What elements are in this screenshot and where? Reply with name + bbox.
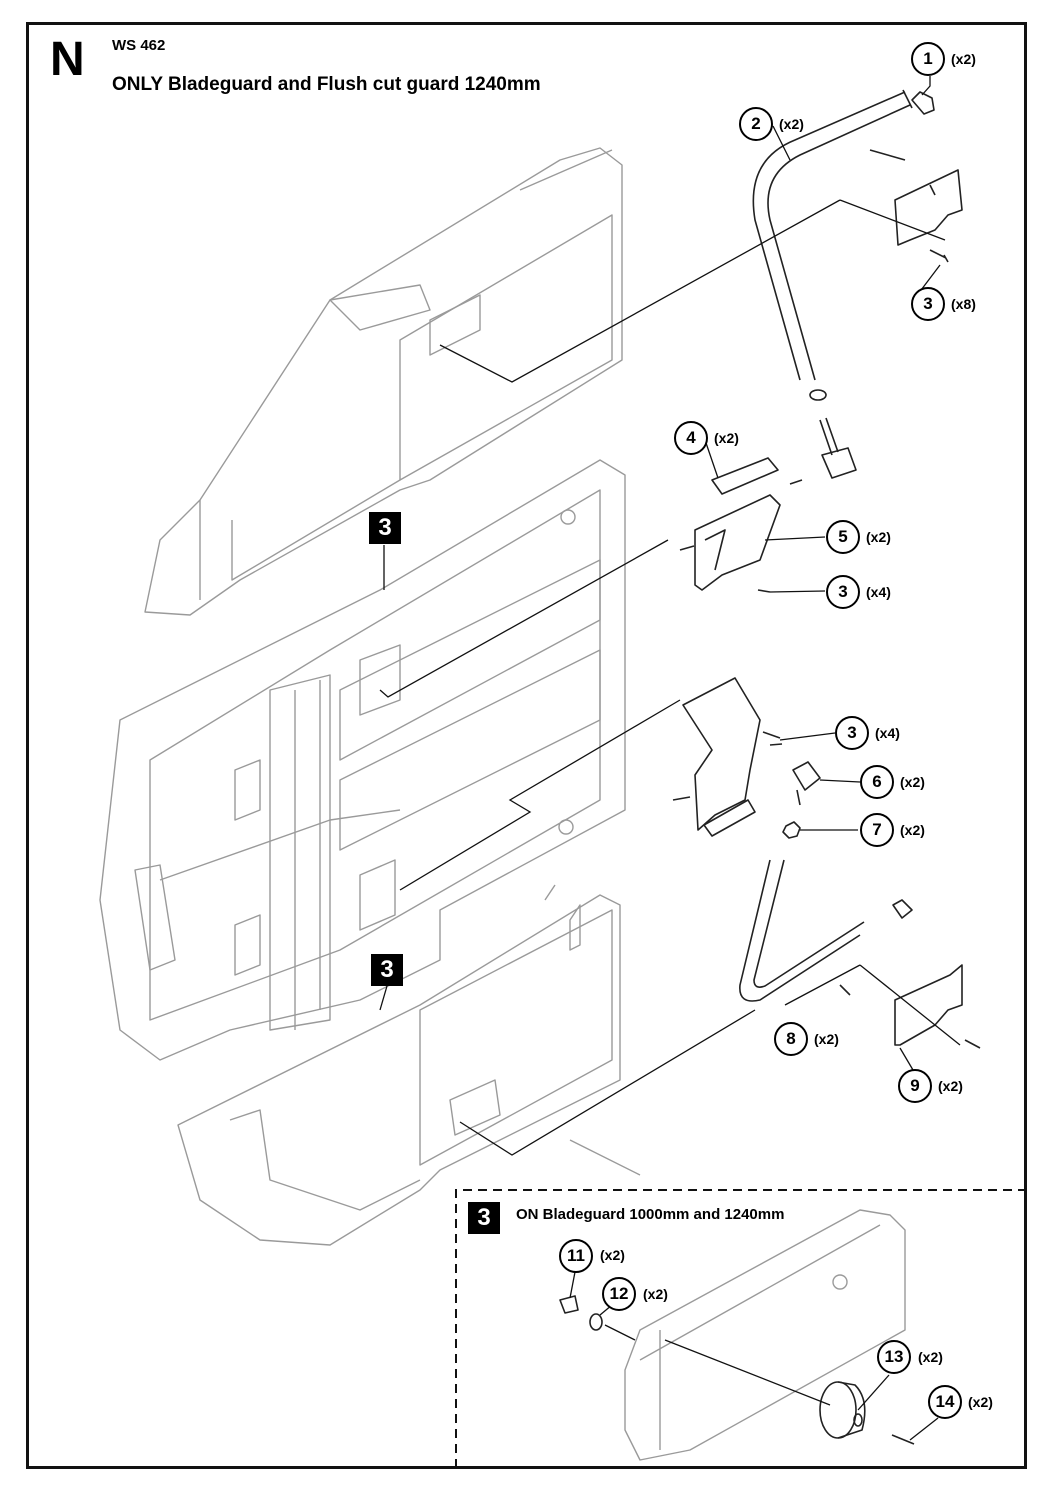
section-letter: N [50, 33, 85, 86]
callout-qty: (x2) [918, 1349, 943, 1365]
page-title: ONLY Bladeguard and Flush cut guard 1240… [112, 74, 541, 95]
reference-badge: 3 [369, 512, 401, 544]
callout-part-4: 4 [674, 421, 708, 455]
screw-e [672, 796, 691, 801]
tube-bolt-assembly [809, 389, 857, 479]
reference-badge: 3 [371, 954, 403, 986]
callout-qty: (x2) [779, 116, 804, 132]
screw-a [679, 545, 695, 551]
spacer-tube-lower [703, 799, 756, 837]
upper-bent-tube [752, 89, 913, 381]
callout-part-14: 14 [928, 1385, 962, 1419]
model-number: WS 462 [112, 37, 166, 54]
roll-pin-lower [839, 984, 851, 996]
inset-screw [559, 1295, 579, 1314]
inset-bolt [891, 1434, 915, 1445]
callout-part-8: 8 [774, 1022, 808, 1056]
inset-dashed-border [455, 1189, 1027, 1468]
callout-qty: (x2) [866, 529, 891, 545]
callout-part-6: 6 [860, 765, 894, 799]
inset-title: ON Bladeguard 1000mm and 1240mm [516, 1206, 785, 1223]
diagram-frame [26, 22, 1027, 1469]
inset-washer [589, 1313, 603, 1331]
inset-badge: 3 [468, 1202, 500, 1234]
guard-bracket-upper [694, 494, 781, 591]
callout-qty: (x2) [643, 1286, 668, 1302]
callout-part-2: 2 [739, 107, 773, 141]
callout-qty: (x2) [900, 774, 925, 790]
callout-qty: (x2) [900, 822, 925, 838]
callout-part-12: 12 [602, 1277, 636, 1311]
hex-nut [782, 821, 801, 839]
callout-qty: (x2) [814, 1031, 839, 1047]
callout-part-13: 13 [877, 1340, 911, 1374]
spacer-tube [711, 457, 779, 495]
screw-c [757, 589, 771, 593]
inset-guard-detail [624, 1209, 906, 1461]
callout-qty: (x2) [714, 430, 739, 446]
callout-part-3: 3 [911, 287, 945, 321]
end-plug [911, 91, 935, 115]
callout-part-3: 3 [835, 716, 869, 750]
main-guard-body [99, 459, 626, 1061]
upper-guard-housing [144, 147, 623, 616]
callout-qty: (x4) [875, 725, 900, 741]
callout-part-3: 3 [826, 575, 860, 609]
callout-qty: (x4) [866, 584, 891, 600]
guard-bracket-lower [682, 677, 761, 831]
screw-b [789, 479, 803, 485]
callout-qty: (x2) [938, 1078, 963, 1094]
clamp-knob [792, 761, 821, 806]
roll-pin-upper [869, 149, 906, 161]
callout-qty: (x8) [951, 296, 976, 312]
callout-part-9: 9 [898, 1069, 932, 1103]
callout-qty: (x2) [951, 51, 976, 67]
lower-flush-cut-guard [177, 884, 641, 1246]
upper-screw [929, 249, 949, 263]
callout-qty: (x2) [600, 1247, 625, 1263]
callout-part-5: 5 [826, 520, 860, 554]
callout-part-11: 11 [559, 1239, 593, 1273]
callout-part-7: 7 [860, 813, 894, 847]
lower-mount-bracket [894, 964, 963, 1046]
lower-screw [964, 1039, 981, 1049]
upper-mount-bracket [894, 169, 963, 246]
lower-bent-tube [739, 859, 913, 1002]
callout-qty: (x2) [968, 1394, 993, 1410]
screw-d [762, 731, 783, 746]
callout-part-1: 1 [911, 42, 945, 76]
